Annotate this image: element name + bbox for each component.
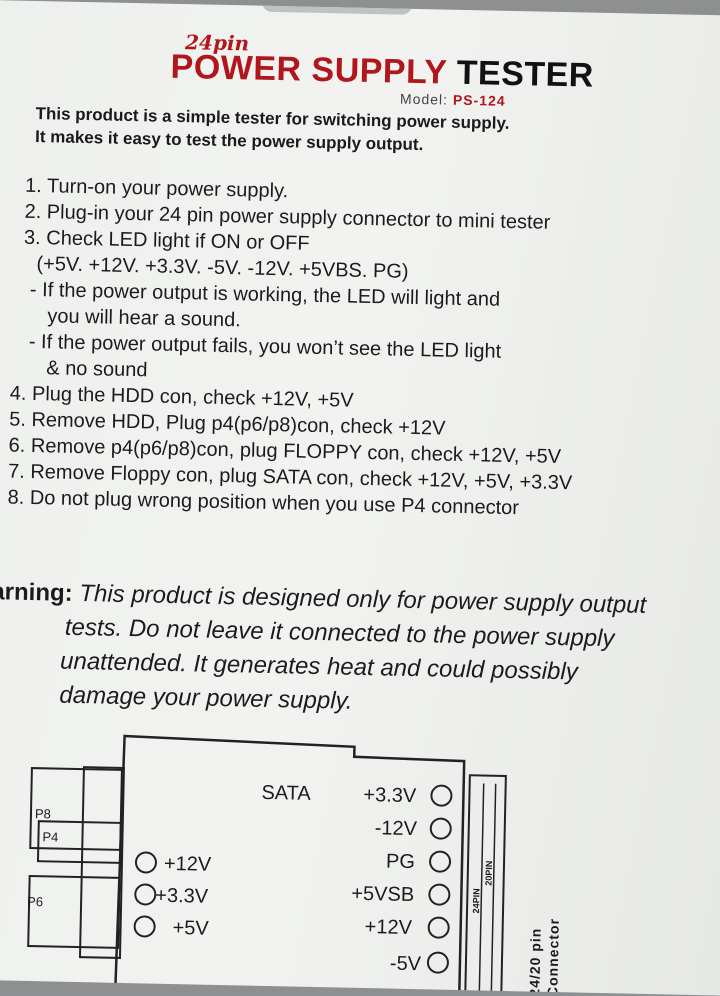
tester-diagram: P8 P4 P6 SATA +12V +3.3V +5V +3.3V -12V … [27,734,562,996]
instruction-steps: 1. Turn-on your power supply. 2. Plug-in… [7,173,578,523]
intro-text: This product is a simple tester for swit… [35,102,510,158]
led-circle-12v-right [427,916,450,939]
led-label-pg: PG [386,850,415,873]
title-red-part: POWER SUPPLY [170,47,448,92]
led-circle-33v-left [134,883,157,906]
p6-socket [27,875,121,949]
hang-tab [261,0,413,15]
led-circle-neg12v [429,817,452,840]
led-circle-neg5v [426,951,449,974]
product-title: POWER SUPPLY TESTER [170,47,595,95]
sata-label: SATA [261,782,311,805]
led-circle-pg [429,850,452,873]
slot-label-24pin: 24PIN [471,888,482,913]
led-label-5v-left: +5V [172,917,209,940]
model-number: Model: PS-124 [400,91,506,109]
warning-label: Warning: [0,577,73,607]
led-circle-33v-right [430,784,453,807]
connector-title-line-1: 24/20 pin [526,928,543,996]
p8-label: P8 [35,806,51,821]
warning-block: Warning: This product is designed only f… [0,575,647,725]
model-label: Model: [399,90,449,108]
slot-label-20pin: 20PIN [484,861,495,886]
led-label-12v-right: +12V [364,916,412,939]
title-black-part: TESTER [456,53,595,95]
led-circle-5vsb [428,883,451,906]
led-circle-12v-left [134,851,157,874]
slot-divider-2 [490,783,497,996]
left-socket-frame [78,766,125,959]
led-label-neg5v: -5V [390,953,422,976]
led-label-12v-left: +12V [164,853,212,876]
connector-title-line-2: Connector [544,918,562,996]
led-label-33v-right: +3.3V [363,784,417,807]
led-circle-5v-left [133,915,156,938]
led-label-neg12v: -12V [375,817,418,840]
model-value: PS-124 [452,91,506,109]
p6-label: P6 [27,894,43,909]
p4-label: P4 [42,829,58,844]
led-label-5vsb: +5VSB [351,883,414,906]
led-label-33v-left: +3.3V [155,885,209,908]
